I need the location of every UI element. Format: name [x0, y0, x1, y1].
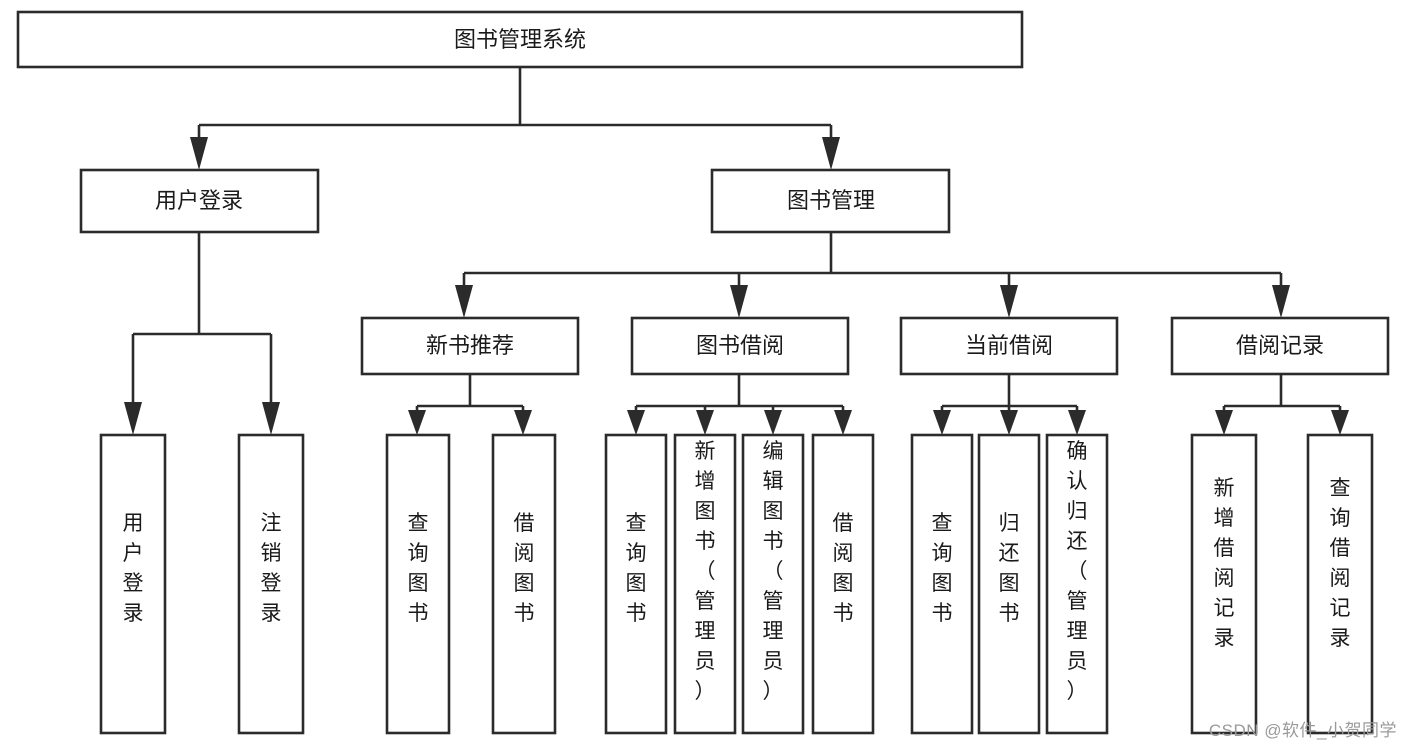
arrow-to-leaf-borrow-book-2	[834, 410, 852, 435]
node-leaf-confirm-return-box[interactable]	[1045, 433, 1109, 735]
node-leaf-confirm-return[interactable]: 确认归还（管理员）	[1045, 433, 1109, 735]
arrow-to-new-book-rec	[455, 285, 473, 318]
node-borrow-record-label: 借阅记录	[1236, 333, 1324, 358]
node-user-login-box[interactable]	[79, 168, 320, 234]
node-leaf-borrow-book-2[interactable]: 借阅图书	[811, 433, 875, 735]
node-leaf-query-record-label: 查询借阅记录	[1330, 477, 1351, 650]
node-leaf-add-book-label: 新增图书（管理员）	[695, 440, 716, 703]
node-leaf-query-book-1-box[interactable]	[385, 433, 451, 735]
node-book-manage-box[interactable]	[710, 168, 951, 234]
node-leaf-query-record[interactable]: 查询借阅记录	[1306, 433, 1374, 735]
node-leaf-borrow-book-2-box[interactable]	[811, 433, 875, 735]
node-leaf-query-record-box[interactable]	[1306, 433, 1374, 735]
node-leaf-logout-label: 注销登录	[261, 512, 282, 625]
arrow-to-book-borrow	[730, 285, 748, 318]
node-leaf-user-login-label: 用户登录	[123, 512, 144, 625]
node-leaf-add-book-box[interactable]	[673, 433, 737, 735]
node-leaf-return-book-label: 归还图书	[999, 512, 1020, 625]
arrow-to-leaf-add-record	[1215, 410, 1233, 435]
arrow-to-leaf-return-book	[1000, 410, 1018, 435]
node-leaf-query-book-2[interactable]: 查询图书	[604, 433, 668, 735]
arrow-root-to-book-manage	[822, 137, 840, 170]
node-current-borrow-label: 当前借阅	[965, 333, 1053, 358]
node-leaf-borrow-book-2-label: 借阅图书	[833, 512, 854, 625]
node-new-book-rec-label: 新书推荐	[426, 333, 514, 358]
node-user-login[interactable]: 用户登录	[79, 168, 320, 234]
arrow-to-leaf-logout	[262, 402, 280, 435]
arrow-to-leaf-query-book-3	[933, 410, 951, 435]
node-leaf-confirm-return-label: 确认归还（管理员）	[1067, 440, 1088, 703]
node-leaf-return-book-box[interactable]	[977, 433, 1041, 735]
arrow-to-borrow-record	[1272, 285, 1290, 318]
node-new-book-rec[interactable]: 新书推荐	[360, 316, 580, 376]
node-leaf-add-book[interactable]: 新增图书（管理员）	[673, 433, 737, 735]
arrow-to-current-borrow	[1000, 285, 1018, 318]
node-leaf-query-book-1[interactable]: 查询图书	[385, 433, 451, 735]
node-leaf-query-book-3-label: 查询图书	[932, 512, 953, 625]
node-root-box[interactable]	[16, 10, 1024, 69]
node-leaf-logout[interactable]: 注销登录	[237, 433, 305, 735]
arrow-to-leaf-query-book-2	[627, 410, 645, 435]
arrow-to-leaf-query-book-1	[408, 410, 426, 435]
node-root[interactable]: 图书管理系统	[16, 10, 1024, 69]
node-book-manage[interactable]: 图书管理	[710, 168, 951, 234]
node-leaf-return-book[interactable]: 归还图书	[977, 433, 1041, 735]
arrow-to-leaf-add-book	[696, 410, 714, 435]
node-book-borrow[interactable]: 图书借阅	[630, 316, 850, 376]
node-user-login-label: 用户登录	[155, 188, 243, 213]
node-leaf-query-book-3-box[interactable]	[910, 433, 974, 735]
node-leaf-add-record[interactable]: 新增借阅记录	[1190, 433, 1258, 735]
arrow-to-leaf-confirm-return	[1068, 410, 1086, 435]
node-leaf-add-record-label: 新增借阅记录	[1214, 477, 1235, 650]
csdn-watermark: CSDN @软件_小贺同学	[1208, 721, 1397, 740]
node-leaf-edit-book-box[interactable]	[741, 433, 805, 735]
arrow-to-leaf-borrow-book-1	[514, 410, 532, 435]
node-borrow-record[interactable]: 借阅记录	[1170, 316, 1390, 376]
node-current-borrow[interactable]: 当前借阅	[899, 316, 1119, 376]
node-leaf-edit-book-label: 编辑图书（管理员）	[763, 440, 784, 703]
connector-layer	[124, 67, 1349, 435]
node-borrow-record-box[interactable]	[1170, 316, 1390, 376]
node-book-borrow-label: 图书借阅	[696, 333, 784, 358]
node-leaf-edit-book[interactable]: 编辑图书（管理员）	[741, 433, 805, 735]
node-current-borrow-box[interactable]	[899, 316, 1119, 376]
node-book-manage-label: 图书管理	[787, 188, 875, 213]
node-leaf-logout-box[interactable]	[237, 433, 305, 735]
node-leaf-query-book-2-label: 查询图书	[626, 512, 647, 625]
node-leaf-query-book-1-label: 查询图书	[408, 512, 429, 625]
arrow-root-to-user-login	[190, 137, 208, 170]
node-leaf-borrow-book-1[interactable]: 借阅图书	[491, 433, 557, 735]
node-leaf-query-book-3[interactable]: 查询图书	[910, 433, 974, 735]
node-root-label: 图书管理系统	[454, 27, 586, 52]
arrow-to-leaf-query-record	[1331, 410, 1349, 435]
node-book-borrow-box[interactable]	[630, 316, 850, 376]
arrow-to-leaf-edit-book	[764, 410, 782, 435]
node-leaf-user-login[interactable]: 用户登录	[99, 433, 167, 735]
node-leaf-borrow-book-1-label: 借阅图书	[514, 512, 535, 625]
arrow-to-leaf-user-login	[124, 402, 142, 435]
node-leaf-add-record-box[interactable]	[1190, 433, 1258, 735]
node-leaf-user-login-box[interactable]	[99, 433, 167, 735]
node-new-book-rec-box[interactable]	[360, 316, 580, 376]
node-leaf-query-book-2-box[interactable]	[604, 433, 668, 735]
node-leaf-borrow-book-1-box[interactable]	[491, 433, 557, 735]
